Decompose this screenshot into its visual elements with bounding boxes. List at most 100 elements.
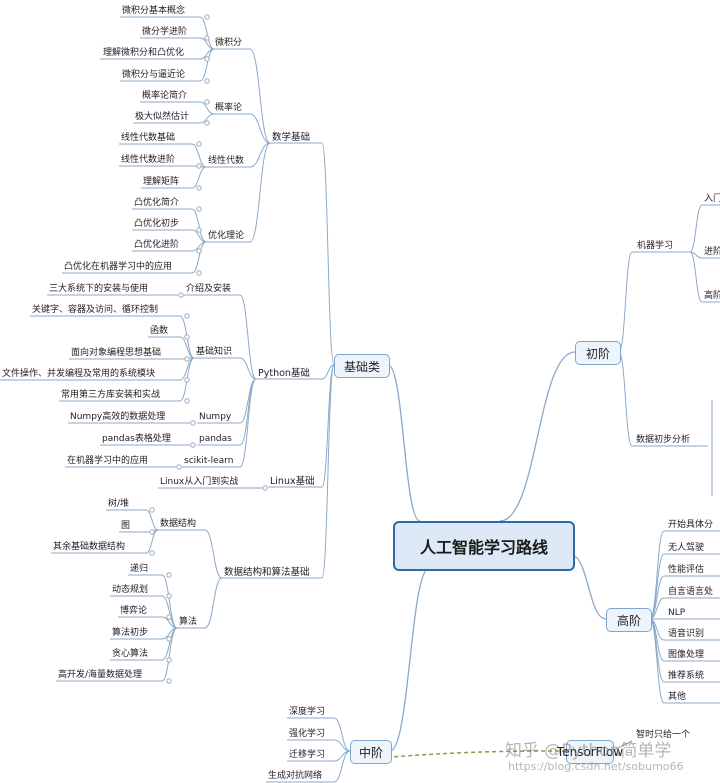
leaf-numpy[interactable]: Numpy高效的数据处理 [70, 412, 166, 422]
node-calculus[interactable]: 微积分 [215, 38, 243, 48]
leaf-know-1[interactable]: 关键字、容器及访问、循环控制 [32, 305, 159, 315]
junction-dot [196, 227, 202, 233]
node-pandas[interactable]: pandas [199, 434, 232, 444]
leaf-adv-4[interactable]: 自言语言处 [668, 587, 714, 597]
junction-dot [184, 334, 190, 340]
leaf-linux[interactable]: Linux从入门到实战 [160, 477, 239, 487]
struct-to-leaf [145, 509, 159, 531]
node-knowledge[interactable]: 基础知识 [196, 347, 233, 357]
leaf-adv-5[interactable]: NLP [668, 608, 686, 618]
leaf-algo-6[interactable]: 高开发/海量数据处理 [58, 670, 143, 680]
algo-to-leaf [161, 574, 178, 629]
leaf-opt-2[interactable]: 凸优化初步 [134, 219, 180, 229]
leaf-struct-1[interactable]: 树/堆 [108, 499, 130, 509]
branch-advanced[interactable]: 高阶 [606, 608, 652, 632]
mid-to-leaf [333, 739, 351, 752]
node-numpy[interactable]: Numpy [199, 412, 232, 422]
branch-basics[interactable]: 基础类 [334, 354, 390, 378]
leaf-mid-1[interactable]: 深度学习 [289, 707, 326, 717]
junction-dot [204, 14, 210, 20]
advanced-to-leaf [649, 530, 665, 620]
leaf-calc-3[interactable]: 理解微积分和凸优化 [103, 48, 185, 58]
prob-to-leaf [199, 113, 215, 124]
leaf-know-5[interactable]: 常用第三方库安装和实战 [61, 390, 161, 400]
node-install[interactable]: 介绍及安装 [186, 284, 232, 294]
node-data-analysis[interactable]: 数据初步分析 [636, 435, 691, 445]
root-node[interactable]: 人工智能学习路线 [393, 521, 575, 571]
branch-intermediate[interactable]: 中阶 [350, 740, 392, 764]
leaf-algo-1[interactable]: 递归 [130, 564, 149, 574]
leaf-lin-1[interactable]: 线性代数基础 [121, 133, 176, 143]
junction-dot [166, 614, 172, 620]
leaf-algo-2[interactable]: 动态规划 [112, 585, 149, 595]
leaf-calc-1[interactable]: 微积分基本概念 [122, 6, 186, 16]
leaf-pandas[interactable]: pandas表格处理 [102, 434, 171, 444]
junction-dot [196, 206, 202, 212]
leaf-adv-6[interactable]: 语音识别 [668, 629, 705, 639]
branch-beginner[interactable]: 初阶 [575, 341, 621, 365]
junction-dot [166, 657, 172, 663]
dsa-to-structures [204, 529, 223, 579]
leaf-prob-2[interactable]: 极大似然估计 [135, 112, 190, 122]
leaf-struct-3[interactable]: 其余基础数据结构 [53, 542, 126, 552]
leaf-opt-4[interactable]: 凸优化在机器学习中的应用 [64, 262, 173, 272]
node-probability[interactable]: 概率论 [215, 103, 243, 113]
leaf-mid-4[interactable]: 生成对抗网络 [268, 771, 323, 781]
leaf-ml-2[interactable]: 进阶 [704, 247, 720, 257]
leaf-algo-3[interactable]: 博弈论 [120, 606, 148, 616]
node-ml[interactable]: 机器学习 [637, 241, 674, 251]
node-sklearn[interactable]: scikit-learn [184, 456, 234, 466]
python-to-child [239, 378, 257, 446]
leaf-lin-2[interactable]: 线性代数进阶 [121, 155, 176, 165]
junction-dot [196, 163, 202, 169]
python-to-child [239, 294, 257, 380]
leaf-know-2[interactable]: 函数 [150, 326, 169, 336]
leaf-ml-3[interactable]: 高阶 [704, 291, 720, 301]
node-structures[interactable]: 数据结构 [160, 519, 197, 529]
leaf-adv-2[interactable]: 无人驾驶 [668, 543, 705, 553]
junction-dot [204, 99, 210, 105]
basics-to-math [321, 142, 335, 366]
leaf-mid-3[interactable]: 迁移学习 [289, 750, 326, 760]
leaf-opt-3[interactable]: 凸优化进阶 [134, 240, 180, 250]
node-linux[interactable]: Linux基础 [270, 476, 315, 487]
leaf-adv-1[interactable]: 开始具体分 [668, 520, 714, 530]
branch-project[interactable]: TensorFlow [557, 740, 623, 764]
node-dsa[interactable]: 数据结构和算法基础 [224, 567, 310, 578]
leaf-algo-4[interactable]: 算法初步 [112, 628, 149, 638]
root-to-advanced [570, 554, 607, 620]
junction-dot [178, 292, 184, 298]
junction-dot [166, 572, 172, 578]
leaf-adv-8[interactable]: 推荐系统 [668, 671, 705, 681]
junction-dot [149, 507, 155, 513]
leaf-sklearn[interactable]: 在机器学习中的应用 [67, 456, 149, 466]
leaf-adv-9[interactable]: 其他 [668, 692, 687, 702]
leaf-ml-1[interactable]: 入门 [704, 194, 720, 204]
algo-to-leaf [161, 616, 178, 629]
leaf-mid-2[interactable]: 强化学习 [289, 729, 326, 739]
leaf-install[interactable]: 三大系统下的安装与使用 [49, 284, 149, 294]
leaf-know-4[interactable]: 文件操作、并发编程及常用的系统模块 [2, 369, 156, 379]
opt-to-leaf [191, 241, 207, 274]
node-math[interactable]: 数学基础 [272, 132, 311, 143]
node-optimization[interactable]: 优化理论 [208, 231, 245, 241]
leaf-calc-4[interactable]: 微积分与逼近论 [122, 70, 186, 80]
leaf-calc-2[interactable]: 微分学进阶 [142, 27, 188, 37]
node-algorithms[interactable]: 算法 [179, 617, 198, 627]
leaf-know-3[interactable]: 面向对象编程思想基础 [71, 348, 162, 358]
leaf-lin-3[interactable]: 理解矩阵 [143, 177, 180, 187]
leaf-adv-3[interactable]: 性能评估 [668, 565, 705, 575]
opt-to-leaf [191, 208, 207, 243]
leaf-adv-7[interactable]: 图像处理 [668, 650, 705, 660]
node-linear[interactable]: 线性代数 [208, 156, 245, 166]
knowledge-to-leaf [179, 336, 195, 359]
leaf-opt-1[interactable]: 凸优化简介 [134, 198, 180, 208]
junction-dot [196, 270, 202, 276]
node-project-note[interactable]: 智时只给一个 [636, 730, 691, 740]
leaf-algo-5[interactable]: 贪心算法 [112, 649, 149, 659]
node-python[interactable]: Python基础 [258, 368, 310, 379]
struct-to-leaf [145, 529, 159, 554]
leaf-prob-1[interactable]: 概率论简介 [142, 91, 188, 101]
basics-to-python [321, 364, 335, 380]
leaf-struct-2[interactable]: 图 [121, 521, 131, 531]
